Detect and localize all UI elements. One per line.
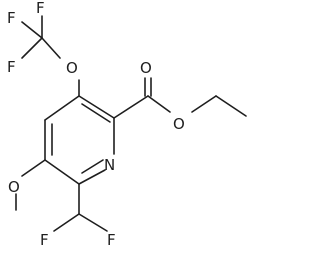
bond-c5-o-methoxy <box>21 159 46 177</box>
bond-ring-c3-c2 <box>78 95 115 119</box>
bond-carbonyl-c-o <box>147 95 171 113</box>
atom-labels: F F F O O O N O F F <box>7 0 185 249</box>
bond-o-ch2 <box>191 95 217 113</box>
atom-n-ring: N <box>104 156 115 174</box>
atom-f2: F <box>36 0 45 17</box>
bond-c-f1 <box>21 21 43 39</box>
atom-o-carbonyl: O <box>140 59 152 77</box>
atom-o-ester: O <box>173 115 185 133</box>
bond-ring-c3-c2-double <box>81 103 111 123</box>
bond-ring-n-c6 <box>78 169 106 185</box>
atom-f1: F <box>7 9 16 27</box>
bond-ring-c4-c3 <box>44 95 80 121</box>
bond-chf2-f5 <box>78 213 108 232</box>
bond-ring-c6-c5 <box>44 159 80 185</box>
atom-f5: F <box>107 231 116 249</box>
bond-c-f3 <box>21 37 43 59</box>
bonds <box>15 15 247 232</box>
bond-ring-n-c6-double <box>81 159 104 174</box>
structure-canvas: F F F O O O N O F F <box>7 0 247 249</box>
atom-o-methoxy: O <box>8 178 20 196</box>
atom-f4: F <box>40 231 49 249</box>
bond-c2-carbonyl-c <box>113 95 149 119</box>
atom-o-ocf3: O <box>66 59 78 77</box>
atom-f3: F <box>7 58 16 76</box>
bond-cf3-o <box>41 37 61 59</box>
bond-chf2-f4 <box>53 213 80 232</box>
bond-ch2-ch3 <box>215 95 247 117</box>
molecule-structure: F F F O O O N O F F <box>7 0 247 249</box>
